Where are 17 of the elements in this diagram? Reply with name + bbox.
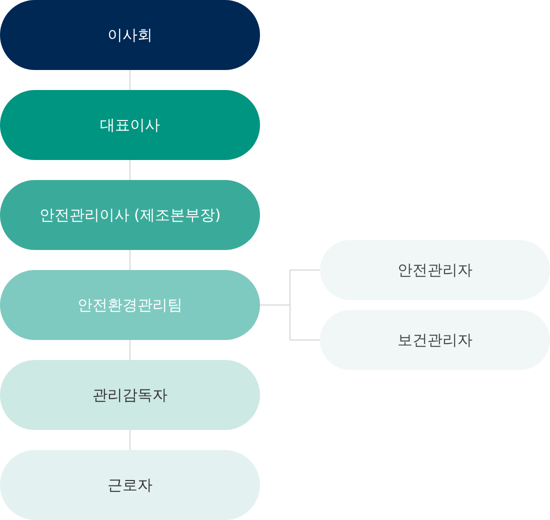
node-label: 안전관리자 [396, 260, 474, 280]
node-label: 이사회 [106, 26, 154, 44]
connector-line [260, 304, 320, 340]
org-pill [0, 0, 260, 70]
org-pill [320, 310, 550, 370]
node-label: 관리감독자 [92, 386, 168, 404]
node-label: 안전환경관리팀 [76, 296, 184, 314]
org-pill [320, 240, 550, 300]
org-pill [0, 450, 260, 520]
org-pill [0, 270, 260, 340]
node-label: 대표이사 [99, 116, 161, 134]
org-pill [0, 90, 260, 160]
org-pill [0, 360, 260, 430]
org-pill [0, 180, 260, 250]
node-label: 안전관리이사 (제조본부장) [38, 206, 222, 224]
node-label: 근로자 [106, 476, 154, 494]
node-label: 보건관리자 [396, 330, 474, 350]
